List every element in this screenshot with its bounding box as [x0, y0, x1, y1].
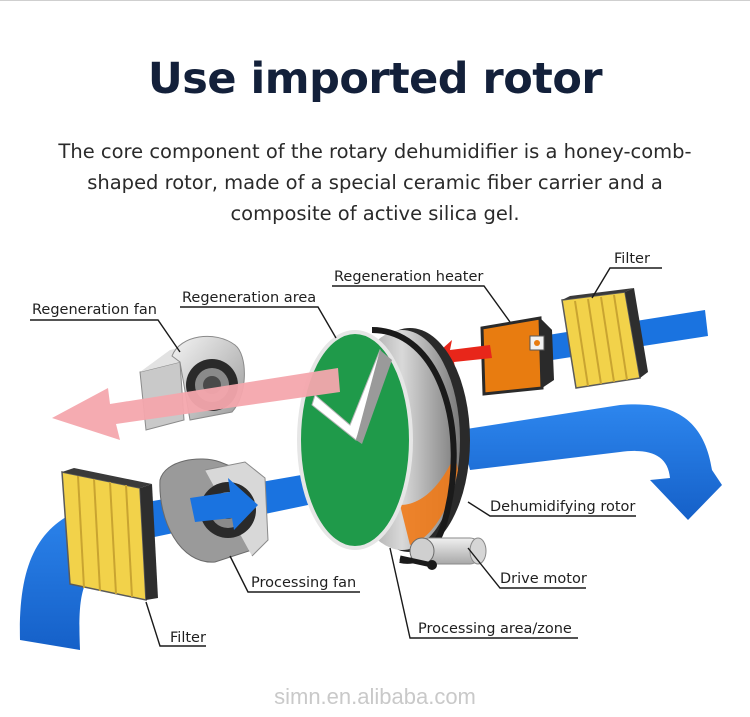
filter-bottom-icon	[61, 468, 158, 601]
leader-lines	[30, 267, 662, 647]
dry-air-outlet-duct	[460, 404, 722, 520]
label-dehumidifying-rotor: Dehumidifying rotor	[490, 499, 636, 515]
dehumidifying-rotor-icon	[297, 327, 470, 564]
regen-exhaust-arrow	[52, 368, 340, 440]
filter-top-icon	[561, 288, 648, 389]
page-title: Use imported rotor	[147, 54, 603, 104]
label-regeneration-heater: Regeneration heater	[334, 269, 484, 285]
watermark: simn.en.alibaba.com	[274, 684, 476, 709]
label-processing-fan: Processing fan	[251, 575, 357, 591]
label-regeneration-area: Regeneration area	[182, 290, 317, 306]
label-drive-motor: Drive motor	[500, 571, 587, 587]
top-divider	[0, 0, 750, 1]
label-regeneration-fan: Regeneration fan	[32, 302, 157, 318]
label-filter-bottom: Filter	[170, 630, 206, 646]
regeneration-heater-icon	[480, 316, 554, 396]
label-processing-area: Processing area/zone	[418, 621, 572, 637]
drive-motor-icon	[399, 537, 487, 570]
label-filter-top: Filter	[614, 251, 650, 267]
rotary-dehumidifier-diagram	[19, 267, 722, 650]
page-description: The core component of the rotary dehumid…	[58, 140, 692, 225]
